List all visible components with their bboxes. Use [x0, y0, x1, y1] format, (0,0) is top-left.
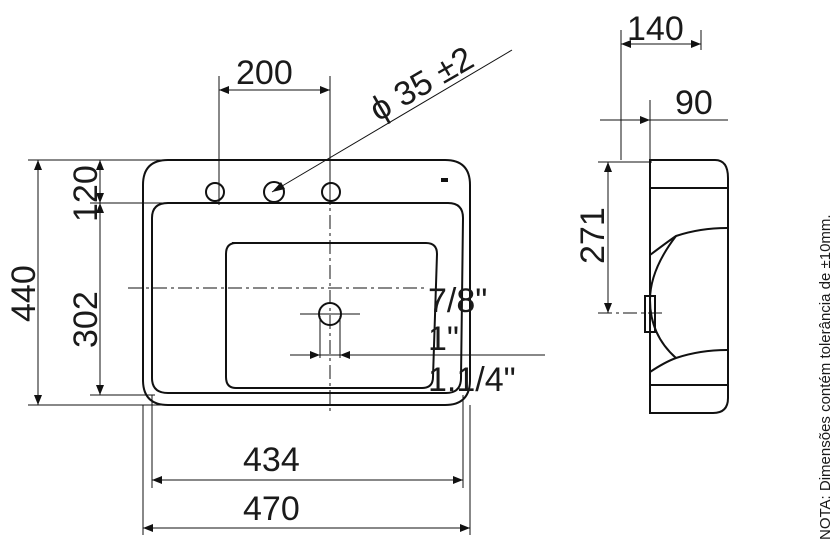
- arrowhead: [604, 303, 612, 313]
- dim-302-label: 302: [67, 291, 105, 348]
- dim-faucet-leader: [271, 49, 513, 193]
- dim-271-label: 271: [574, 207, 612, 264]
- side-drain-shape: [648, 235, 677, 359]
- dim-140-label: 140: [627, 10, 684, 48]
- dim-440-label: 440: [5, 265, 43, 322]
- bowl-inner: [225, 242, 439, 389]
- arrowhead: [96, 160, 104, 170]
- dim-drain-1-1-4-label: 1.1/4": [428, 361, 516, 399]
- arrowhead: [621, 40, 631, 48]
- arrowhead: [320, 86, 330, 94]
- dim-120-label: 120: [67, 165, 105, 222]
- overflow-mark: [441, 178, 448, 182]
- arrowhead: [152, 476, 162, 484]
- dim-90-label: 90: [675, 84, 713, 122]
- dim-faucet-label: ϕ 35 ±2: [363, 39, 480, 129]
- dim-470-label: 470: [243, 490, 300, 528]
- dim-drain-1-label: 1": [428, 320, 459, 358]
- basin-outer-outline: [142, 159, 471, 406]
- faucet-hole-right: [321, 182, 341, 202]
- faucet-hole-left: [205, 182, 225, 202]
- side-view: 271 140 90: [574, 10, 729, 414]
- arrowhead: [272, 182, 285, 192]
- arrowhead: [219, 86, 229, 94]
- arrowhead: [34, 395, 42, 405]
- arrowhead: [96, 203, 104, 213]
- dim-434-label: 434: [243, 441, 300, 479]
- arrowhead: [34, 160, 42, 170]
- side-outer-profile: [649, 159, 729, 414]
- top-view: 200 ϕ 35 ±2 440 120 302 434: [5, 39, 545, 535]
- arrowhead: [460, 524, 470, 532]
- arrowhead: [340, 351, 350, 359]
- dim-drain-7-8-label: 7/8": [428, 282, 487, 320]
- dim-200-label: 200: [236, 54, 293, 92]
- arrowhead: [604, 162, 612, 172]
- arrowhead: [310, 351, 320, 359]
- arrowhead: [96, 385, 104, 395]
- side-bowl-bulge: [649, 227, 728, 373]
- tolerance-note: NOTA: Dimensões contém tolerância de ±10…: [817, 214, 834, 540]
- faucet-hole-center: [263, 181, 285, 203]
- bowl-rim: [151, 202, 465, 394]
- arrowhead: [143, 524, 153, 532]
- arrowhead: [453, 476, 463, 484]
- arrowhead: [96, 193, 104, 203]
- arrowhead: [691, 40, 701, 48]
- side-drain-outlet: [644, 295, 656, 333]
